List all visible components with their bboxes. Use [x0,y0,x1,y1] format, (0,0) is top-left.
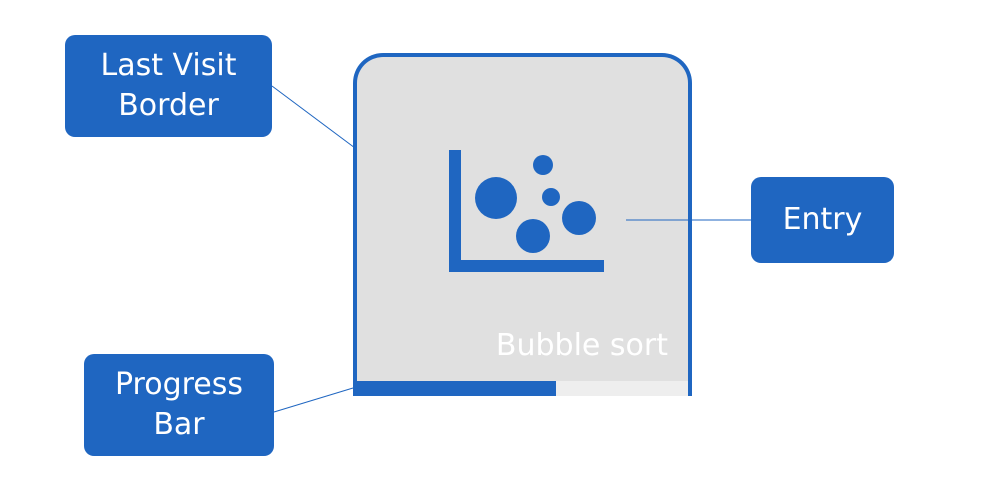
entry-card[interactable]: Bubble sort [353,53,692,396]
bubble-chart-icon [449,150,604,272]
callout-entry: Entry [751,177,894,263]
progress-fill [357,381,556,396]
callout-progress-bar: Progress Bar [84,354,274,456]
progress-bar [357,381,688,396]
callout-entry-label: Entry [782,202,863,237]
callout-last-visit-border-label: Last Visit Border [100,48,237,123]
callout-progress-bar-label: Progress Bar [114,367,244,442]
leader-line-progress [273,387,354,413]
leader-line-last-visit [271,85,356,149]
callout-last-visit-border: Last Visit Border [65,35,272,137]
entry-title: Bubble sort [495,328,668,363]
